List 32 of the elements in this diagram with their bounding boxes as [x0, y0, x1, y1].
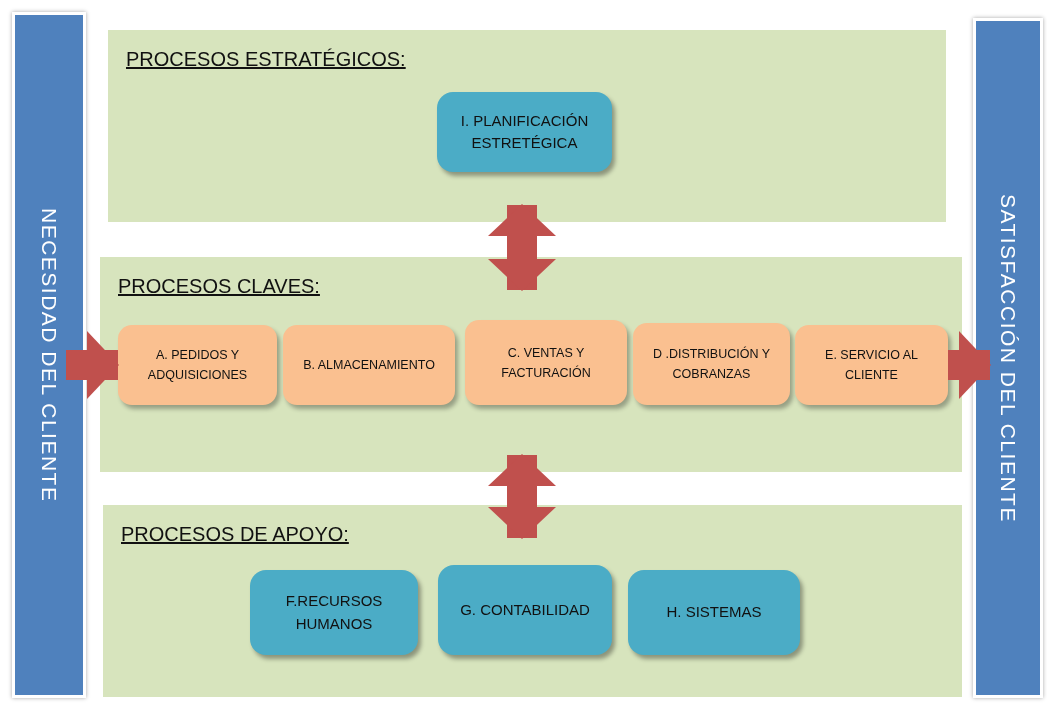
process-box [118, 325, 277, 405]
box-label: C. VENTAS Y FACTURACIÓN [500, 344, 592, 382]
box-label: E. SERVICIO AL CLIENTE [824, 347, 919, 384]
process-box [628, 570, 800, 655]
box-label: B. ALMACENAMIENTO [303, 357, 435, 374]
block-arrow [488, 454, 556, 539]
process-box [437, 92, 612, 172]
process-box [633, 323, 790, 405]
process-box [438, 565, 612, 655]
box-label: D .DISTRIBUCIÓN Y COBRANZAS [651, 345, 772, 383]
process-box [250, 570, 418, 655]
process-panel [103, 505, 962, 697]
vertical-label: NECESIDAD DEL CLIENTE [37, 207, 61, 503]
block-arrow [948, 331, 991, 399]
process-box [283, 325, 455, 405]
block-arrow [66, 331, 119, 399]
process-panel [108, 30, 946, 222]
process-panel [100, 257, 962, 472]
box-label: G. CONTABILIDAD [460, 599, 590, 620]
vertical-label: SATISFACCIÓN DEL CLIENTE [996, 193, 1020, 523]
box-label: H. SISTEMAS [666, 602, 762, 623]
panel-heading: PROCESOS CLAVES: [118, 275, 320, 298]
box-label: F.RECURSOS HUMANOS [284, 591, 384, 634]
client-bar [12, 12, 86, 698]
panel-heading: PROCESOS ESTRATÉGICOS: [126, 48, 406, 71]
box-label: A. PEDIDOS Y ADQUISICIONES [146, 347, 249, 384]
process-box [465, 320, 627, 405]
process-box [795, 325, 948, 405]
box-label: I. PLANIFICACIÓN ESTRETÉGICA [459, 110, 590, 153]
block-arrow [488, 204, 556, 291]
client-bar [973, 18, 1043, 698]
panel-heading: PROCESOS DE APOYO: [121, 523, 349, 546]
